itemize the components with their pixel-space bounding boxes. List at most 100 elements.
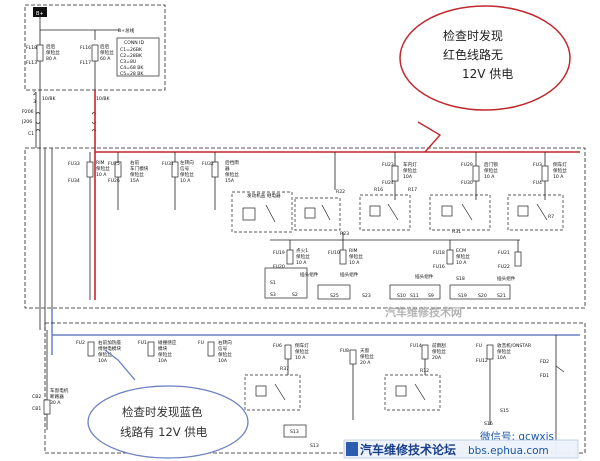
label-s21: S21 (497, 293, 506, 299)
wire-label-3: 3 (33, 99, 36, 105)
fuse-fu18 (446, 249, 454, 265)
label-pins-4: 插头组件 (497, 275, 516, 282)
label-fl17: FL17 (80, 60, 91, 66)
label-fu25: FU25 (108, 161, 120, 167)
conn-c1: C1=26BK (120, 47, 143, 53)
label-b-fu4-amp: 10A (218, 358, 228, 364)
label-fu30: FU30 (461, 180, 473, 186)
fuse-fl16 (91, 44, 99, 62)
label-s19: S19 (458, 293, 467, 299)
label-b-fu1-amp: 10A (158, 358, 168, 364)
label-b-fu1-type: 保险丝 (158, 351, 172, 358)
label-fu3-type: 保险丝 (553, 167, 567, 174)
label-b-fu14: FU14 (410, 343, 422, 349)
conn-c4: C4=68 BK (120, 65, 144, 71)
label-fu21: FU21 (498, 250, 510, 256)
label-c1: C1 (28, 131, 34, 137)
label-fu23: FU23 (382, 162, 394, 168)
label-b-fu8: FU8 (340, 348, 349, 354)
relay-r16 (359, 194, 411, 231)
breaker-cb1 (43, 399, 51, 415)
label-b-fu2-line2: 椅供电模块 (98, 345, 121, 352)
fuse-fu19 (286, 249, 294, 265)
label-b-fu-b: FU (476, 343, 482, 349)
b-plus-label: B+ (36, 11, 44, 17)
relay-r22 (294, 197, 341, 231)
label-b-fu2-amp: 10A (98, 358, 108, 364)
label-b-fu6: FU6 (273, 343, 282, 349)
label-pins-1: 插头组件 (300, 271, 319, 278)
label-fu33-name: RIM (96, 160, 105, 166)
relay-hood-label: 发动机盖 继电器 (247, 192, 281, 199)
label-b-fu12-name: 收音机/ONSTAR (497, 342, 532, 349)
label-fu29-amp: 10 A (484, 174, 495, 180)
label-fu32-type: 保险丝 (225, 171, 239, 178)
label-cb1: CB1 (32, 406, 41, 412)
label-b-fu1-line2: 模块 (158, 345, 168, 352)
label-fu18-amp: 10 A (456, 260, 467, 266)
label-fu33-type: 保险丝 (96, 165, 110, 172)
relay-r31 (429, 194, 491, 231)
label-fu18: FU18 (433, 250, 445, 256)
label-s18: S18 (456, 276, 465, 282)
label-r12: R12 (420, 368, 429, 374)
label-fu31-line2: 信号 (180, 165, 190, 172)
fuse-fu33 (86, 161, 94, 178)
label-s20: S20 (478, 293, 487, 299)
label-b-fu12-amp: 10A (497, 355, 507, 361)
label-b-fu6-type: 保险丝 (295, 348, 309, 355)
label-fu3: FU3 (533, 162, 542, 168)
label-b-fu6-amp: 10 A (295, 355, 306, 361)
label-r7: R7 (548, 214, 554, 220)
label-cb-type: 断路器 (50, 393, 64, 400)
label-cb2: CB2 (32, 394, 41, 400)
label-s23: S23 (362, 293, 371, 299)
red-callout-line1: 检查时发现 (443, 28, 503, 43)
fuse-fl18 (36, 44, 44, 62)
red-callout-line2: 红色线路无 (443, 47, 503, 62)
label-b-fu8-type: 保险丝 (360, 353, 374, 360)
label-b-fu4-name: 右转向 (218, 339, 232, 346)
blue-callout-line1: 检查时发现蓝色 (122, 405, 203, 419)
label-b-fu2: FU2 (76, 340, 85, 346)
label-fl18: FL18 (26, 45, 37, 51)
label-fl16-type: 保险丝 (100, 49, 114, 56)
label-r31: R31 (452, 229, 461, 235)
fuse-fu29 (472, 165, 480, 182)
label-fu31-amp: 10 A (180, 178, 191, 184)
relay-r37 (244, 374, 301, 411)
label-fd1: FD1 (540, 373, 549, 379)
label-fu32-line2: 器 (225, 166, 230, 172)
label-fu10: FU10 (328, 250, 340, 256)
label-pins-3: 插头组件 (415, 273, 434, 280)
fuse-b-fu1 (147, 341, 155, 357)
label-fu33-amp: 10 A (96, 172, 107, 178)
fuse-b-fu4 (207, 341, 215, 357)
label-fu19-amp: 10 A (296, 260, 307, 266)
label-b-fu8-amp: 20 A (360, 360, 371, 366)
label-fu25-amp: 15A (130, 178, 140, 184)
label-r22: R22 (336, 189, 345, 195)
blue-callout: 检查时发现蓝色 线路有 12V 供电 (87, 349, 249, 459)
relay-r7 (507, 194, 564, 231)
blue-callout-line2: 线路有 12V 供电 (120, 425, 208, 439)
label-fu16: FU16 (433, 264, 445, 270)
label-fu25-type: 保险丝 (130, 171, 144, 178)
label-fu29-type: 保险丝 (484, 167, 498, 174)
label-fu10-name: RIM (349, 248, 358, 254)
label-fu19-type: 保险丝 (296, 253, 310, 260)
label-b-fu12-type: 保险丝 (497, 348, 511, 355)
relay-r12 (384, 374, 441, 411)
conn-c2: C2=28BK (120, 53, 143, 59)
label-fu29-name: 后门锁 (484, 161, 498, 168)
label-fu19-name: 点火1 (296, 248, 308, 254)
relay-hood: 发动机盖 继电器 (231, 191, 293, 233)
label-b-fu1-name: 碰撞感应 (158, 339, 177, 346)
fuse-b-fu12 (486, 344, 494, 360)
conn-c5: C5=28 BK (120, 71, 144, 77)
label-r17: R17 (408, 187, 417, 193)
blue-circuit (51, 308, 580, 355)
label-fu32: FU32 (202, 161, 214, 167)
label-fu31-type: 保险丝 (180, 171, 194, 178)
